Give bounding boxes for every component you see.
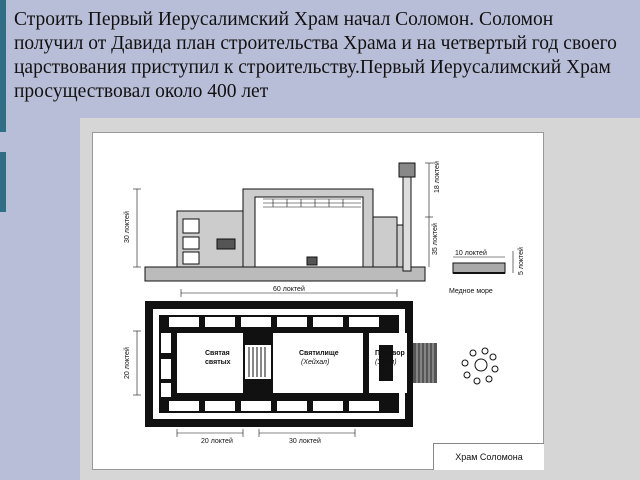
label-18-cubits: 18 локтей [433, 161, 441, 193]
label-20-cubits-height: 20 локтей [123, 347, 131, 379]
plan-sanctuary [273, 333, 363, 393]
elevation-window [182, 236, 200, 250]
label-holy-of-holies-1: Святая [205, 350, 230, 357]
elevation-column [402, 176, 412, 272]
elevation-view [133, 162, 514, 282]
label-30-cubits-depth: 30 локтей [289, 437, 321, 445]
elevation-sea [452, 262, 506, 274]
label-porch-1: Притвор [375, 350, 405, 357]
plan-side-chambers [161, 317, 379, 411]
slide-text: Строить Первый Иерусалимский Храм начал … [14, 9, 617, 102]
plan-holy-of-holies [177, 333, 243, 393]
label-5-cubits: 5 локтей [517, 247, 525, 275]
label-60-cubits: 60 локтей [273, 285, 305, 293]
diagram-caption: Храм Соломона [455, 452, 523, 462]
label-10-cubits: 10 локтей [455, 249, 487, 257]
temple-diagram-svg: 30 локтей 18 локтей 35 локтей 10 локтей … [123, 161, 525, 445]
elevation-gate-grid [263, 198, 361, 208]
elevation-hall [254, 196, 364, 268]
elevation-window [182, 251, 200, 265]
caption-box: Храм Соломона [433, 443, 544, 470]
plan-stairs [248, 347, 266, 377]
elevation-column-capital [398, 162, 416, 178]
elevation-altar [306, 256, 318, 266]
label-bronze-sea: Медное море [449, 288, 493, 295]
label-sanctuary-2: (Хейхал) [301, 358, 329, 366]
elevation-right-block [372, 216, 398, 268]
accent-bar-bottom [0, 152, 6, 212]
temple-diagram: 30 локтей 18 локтей 35 локтей 10 локтей … [92, 132, 544, 470]
label-sanctuary-1: Святилище [299, 350, 339, 357]
label-holy-of-holies-2: святых [205, 359, 231, 366]
label-porch-2: (Улам) [375, 359, 397, 366]
elevation-ark [216, 238, 236, 250]
elevation-window [182, 218, 200, 234]
accent-bar-top [0, 0, 6, 132]
label-20-cubits-depth: 20 локтей [201, 437, 233, 445]
elevation-base [144, 266, 426, 282]
label-30-cubits: 30 локтей [123, 211, 131, 243]
plan-view [145, 301, 437, 427]
plan-bronze-sea [461, 347, 499, 385]
label-35-cubits: 35 локтей [431, 223, 439, 255]
